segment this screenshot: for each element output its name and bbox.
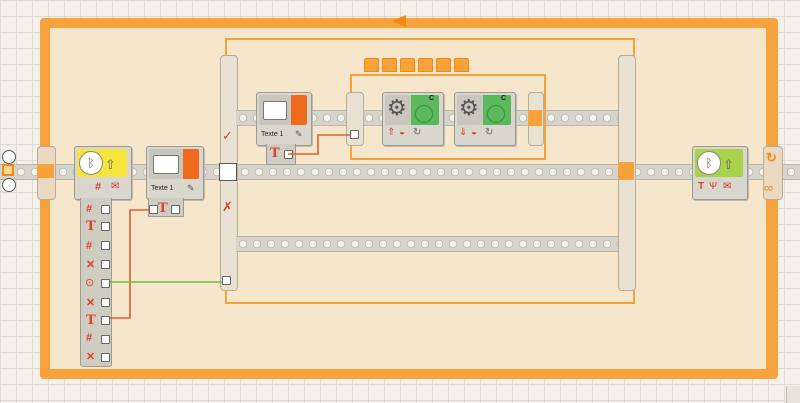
false-sequence-beam bbox=[236, 236, 618, 252]
motor-port-label: C bbox=[429, 95, 435, 102]
text-t-icon: T bbox=[270, 146, 280, 161]
motor-block-2[interactable]: ⚙ C ⇓ ◒ ↻ bbox=[454, 92, 516, 146]
motor-port-label: C bbox=[501, 95, 507, 102]
rotate-icon: ↻ bbox=[485, 127, 494, 138]
bluetooth-receive-block[interactable]: ᛒ ⇧ # ✉ bbox=[74, 146, 132, 200]
logic-icon: ⊙ bbox=[85, 277, 95, 289]
data-plug[interactable] bbox=[101, 205, 110, 214]
hash-cross-icon: ✕ bbox=[86, 297, 96, 309]
text-block-label: Texte 1 bbox=[261, 131, 284, 138]
data-plug[interactable] bbox=[101, 316, 110, 325]
bluetooth-send-block[interactable]: ᛒ ⇧ T Ѱ ✉ bbox=[692, 146, 748, 200]
bluetooth-send-icon: ᛒ bbox=[697, 151, 721, 175]
mailbox-icon: ✉ bbox=[723, 181, 732, 192]
bluetooth-receive-icon: ᛒ bbox=[79, 151, 103, 175]
cross-icon: ✗ bbox=[222, 199, 233, 214]
check-icon: ✓ bbox=[222, 128, 233, 143]
switch-right-band bbox=[618, 162, 634, 180]
gear-icon: ⚙ bbox=[459, 95, 479, 120]
start-connector-icon[interactable] bbox=[2, 150, 16, 192]
text-block[interactable]: Texte 1 ✎ bbox=[146, 146, 204, 200]
hash-icon: # bbox=[86, 332, 93, 344]
edit-icon: ✎ bbox=[187, 183, 195, 193]
arrow-down-icon: ⇓ bbox=[459, 127, 468, 138]
text-block-true-branch[interactable]: Texte 1 ✎ bbox=[256, 92, 312, 146]
text-t-icon: T bbox=[698, 181, 705, 192]
hash-icon: # bbox=[86, 240, 93, 252]
text-block-label: Texte 1 bbox=[151, 185, 174, 192]
motor-output-circle bbox=[415, 105, 433, 123]
data-plug[interactable] bbox=[101, 279, 110, 288]
briefcase-icon bbox=[153, 155, 179, 174]
branch-tabs bbox=[364, 58, 474, 74]
loop-end-cap[interactable] bbox=[763, 146, 783, 200]
hash-cross-icon: ✕ bbox=[86, 351, 96, 363]
loop-start-band bbox=[37, 164, 54, 178]
hash-cross-icon: ✕ bbox=[86, 259, 96, 271]
branch-right-band bbox=[528, 110, 542, 126]
switch-condition-icon bbox=[219, 163, 237, 181]
infinity-icon: ∞ bbox=[764, 180, 774, 195]
switch-data-plug[interactable] bbox=[222, 276, 231, 285]
data-plug[interactable] bbox=[101, 298, 110, 307]
loop-arrows-icon: ↻ bbox=[766, 150, 777, 165]
data-plug[interactable] bbox=[101, 353, 110, 362]
brake-icon: ◒ bbox=[399, 127, 406, 138]
motor-block-1[interactable]: ⚙ C ⇑ ◒ ↻ bbox=[382, 92, 444, 146]
upload-arrow-icon: ⇧ bbox=[105, 157, 116, 172]
text-wire bbox=[110, 209, 150, 319]
hash-icon: # bbox=[95, 181, 102, 193]
mailbox-icon: ✉ bbox=[111, 181, 120, 192]
rotate-icon: ↻ bbox=[413, 127, 422, 138]
text-wire bbox=[288, 134, 350, 155]
resize-corner-icon[interactable] bbox=[786, 386, 800, 403]
hash-icon: # bbox=[86, 203, 93, 215]
motor-output-circle bbox=[487, 105, 505, 123]
data-plug[interactable] bbox=[350, 130, 359, 139]
data-plug[interactable] bbox=[101, 241, 110, 250]
loop-direction-arrow-icon bbox=[392, 15, 406, 27]
switch-frame-top bbox=[225, 38, 635, 56]
upload-arrow-icon: ⇧ bbox=[723, 157, 734, 172]
brake-icon: ◒ bbox=[471, 127, 478, 138]
text-t-icon: T bbox=[158, 201, 168, 216]
arrow-up-icon: ⇑ bbox=[387, 127, 396, 138]
text-t-icon: T bbox=[86, 219, 96, 234]
data-plug[interactable] bbox=[101, 335, 110, 344]
switch-frame-bottom bbox=[225, 290, 635, 304]
data-plug[interactable] bbox=[101, 260, 110, 269]
gear-icon: ⚙ bbox=[387, 95, 407, 120]
text-t-icon: T bbox=[86, 313, 96, 328]
briefcase-icon bbox=[263, 101, 287, 120]
data-plug[interactable] bbox=[171, 205, 180, 214]
signal-icon: Ѱ bbox=[709, 181, 717, 192]
edit-icon: ✎ bbox=[295, 129, 303, 139]
data-plug[interactable] bbox=[101, 222, 110, 231]
